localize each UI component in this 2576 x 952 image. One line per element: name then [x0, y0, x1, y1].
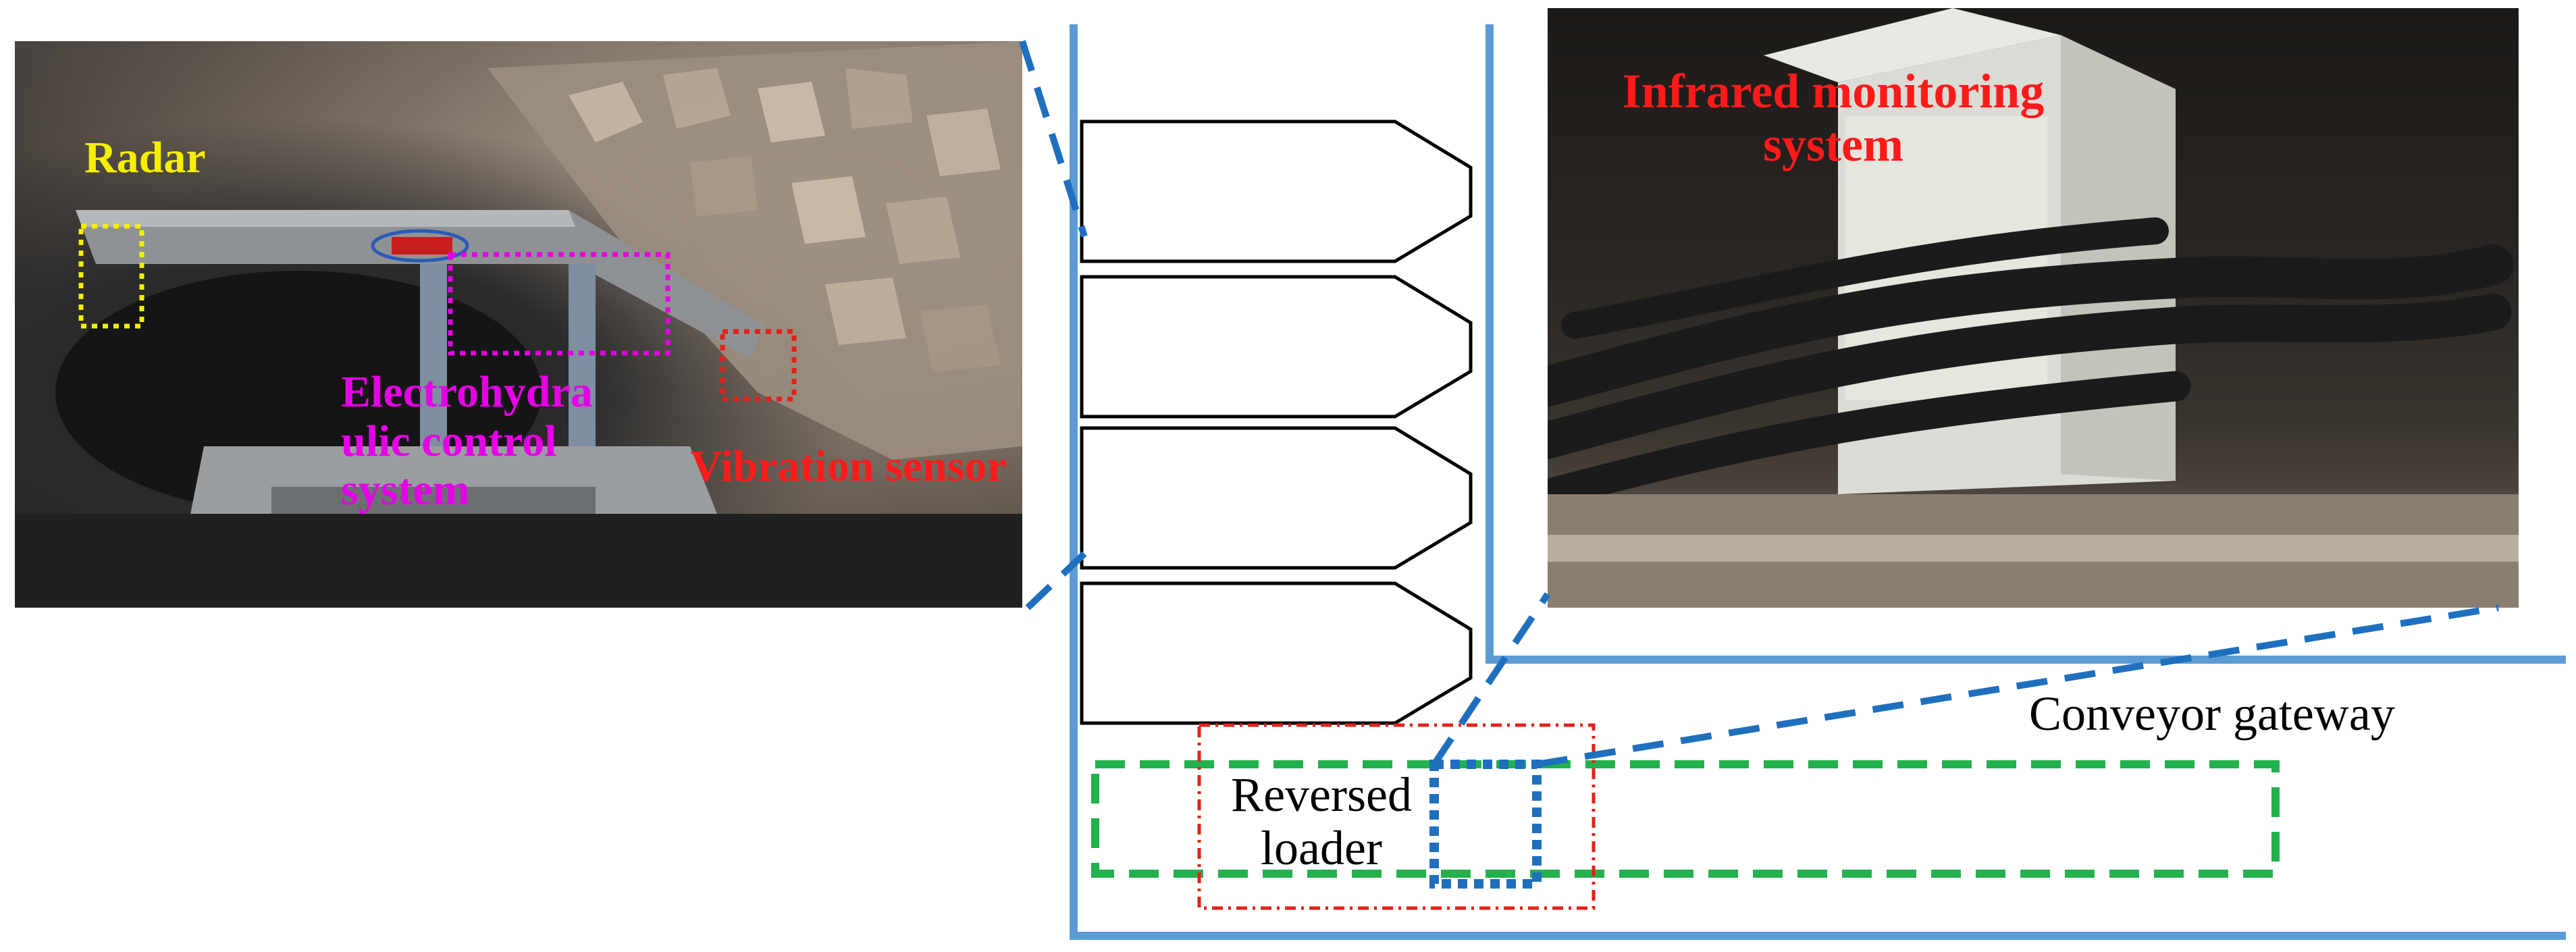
support-shapes: [1080, 120, 1473, 725]
reversed-loader-outline: [1197, 723, 1596, 910]
infrared-monitoring-label: Infrared monitoring system: [1622, 64, 2045, 172]
vibration-sensor-label: Vibration sensor: [690, 442, 1007, 491]
support-illustration: [15, 41, 1022, 608]
hydraulic-support-photo: [15, 41, 1022, 608]
electrohydraulic-control-label: Electrohydra ulic control system: [341, 367, 593, 515]
callout-right-top: [1536, 604, 2499, 768]
bmj-logo: [371, 229, 469, 263]
callout-left-bottom: [1025, 551, 1087, 610]
support-shape-2: [1080, 275, 1473, 419]
callout-right-bottom: [1431, 592, 1551, 766]
base-rail: [1548, 535, 2519, 562]
callout-lines: [1019, 40, 2499, 768]
conveyor-gateway-label: Conveyor gateway: [2029, 687, 2395, 741]
radar-label: Radar: [84, 133, 206, 182]
reversed-loader-label: Reversed loader: [1231, 768, 1412, 876]
rock-rubble: [488, 41, 1022, 460]
gateway-walls: [1070, 24, 2566, 940]
infrared-illustration: [1548, 8, 2519, 608]
vibration-sensor-highlight-box: [720, 329, 797, 402]
electrohydraulic-highlight-box: [448, 252, 671, 356]
hydraulic-cables: [1548, 217, 2513, 510]
conveyor-outline: [1091, 760, 2280, 878]
support-shape-1: [1080, 120, 1473, 263]
support-shape-4: [1080, 581, 1473, 725]
callout-left-top: [1019, 40, 1088, 238]
support-legs: [190, 264, 717, 514]
support-canopy: [76, 210, 764, 359]
floor: [15, 514, 1022, 608]
infrared-location-box: [1429, 760, 1542, 889]
support-shape-3: [1080, 426, 1473, 570]
radar-highlight-box: [78, 223, 144, 329]
infrared-monitoring-photo: [1548, 8, 2519, 608]
